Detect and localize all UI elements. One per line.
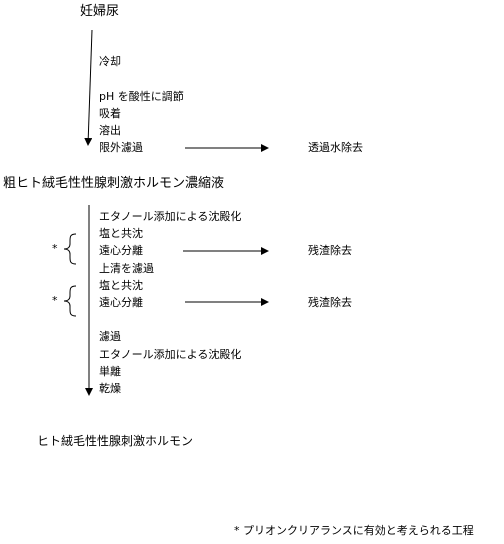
prion-marker-2: * — [52, 294, 58, 307]
step-cooling: 冷却 — [99, 55, 121, 68]
start-label: 妊婦尿 — [80, 4, 120, 19]
step-salt-coprecipitation-2: 塩と共沈 — [99, 279, 143, 292]
footnote: * プリオンクリアランスに有効と考えられる工程 — [234, 524, 474, 537]
step-adjust-ph: pH を酸性に調節 — [99, 90, 184, 103]
step-adsorption: 吸着 — [99, 107, 121, 120]
step-filtration: 濾過 — [99, 330, 121, 343]
side-residue-removal-2: 残渣除去 — [308, 296, 352, 309]
side-filtrate-removal: 透過水除去 — [308, 141, 363, 154]
step-isolation: 単離 — [99, 365, 121, 378]
intermediate-label: 粗ヒト絨毛性性腺刺激ホルモン濃縮液 — [3, 176, 225, 191]
brace-1 — [63, 233, 77, 265]
step-centrifugation-1: 遠心分離 — [99, 244, 143, 257]
step-drying: 乾燥 — [99, 382, 121, 395]
flow-arrow-1 — [84, 29, 93, 146]
step-ethanol-precipitation-2: エタノール添加による沈殿化 — [99, 348, 242, 361]
step-centrifugation-2: 遠心分離 — [99, 296, 143, 309]
prion-marker-1: * — [52, 242, 58, 255]
step-ethanol-precipitation-1: エタノール添加による沈殿化 — [99, 210, 242, 223]
brace-2 — [63, 285, 77, 317]
final-product-label: ヒト絨毛性性腺刺激ホルモン — [37, 434, 194, 448]
step-ultrafiltration: 限外濾過 — [99, 141, 143, 154]
step-elution: 溶出 — [99, 124, 121, 137]
step-supernatant-filtration: 上清を濾過 — [99, 262, 154, 275]
step-salt-coprecipitation-1: 塩と共沈 — [99, 227, 143, 240]
side-residue-removal-1: 残渣除去 — [308, 244, 352, 257]
